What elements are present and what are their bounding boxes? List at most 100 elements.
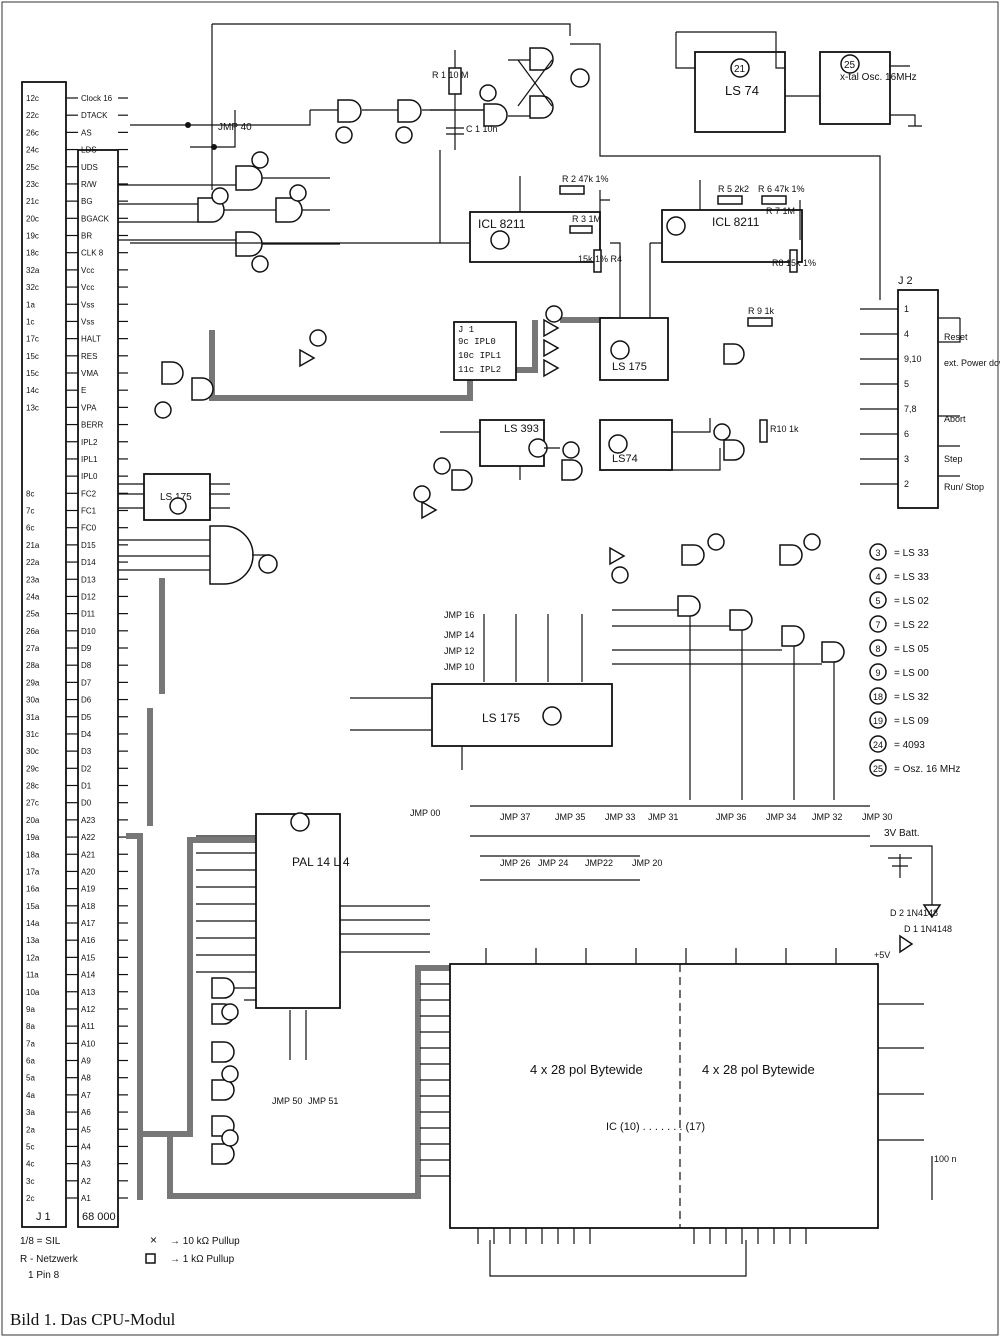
jmp50-label: JMP 50: [272, 1096, 302, 1106]
ls74-top-wires: [675, 31, 820, 97]
connector-signal: FC1: [81, 507, 97, 516]
connector-signal: D1: [81, 782, 92, 791]
jmp16-label: JMP 16: [444, 610, 474, 620]
connector-signal: D4: [81, 730, 92, 739]
r5-resistor: [717, 195, 743, 205]
r3-label: R 3 1M: [572, 214, 601, 224]
connector-pin: 6c: [26, 524, 34, 533]
connector-signal: A17: [81, 919, 96, 928]
legend-text: = LS 33: [894, 548, 929, 559]
init-wire: [234, 987, 256, 1001]
ic23-badge: [666, 216, 686, 236]
connector-pin: 17a: [26, 867, 40, 876]
j2-pin: 3: [904, 454, 909, 464]
legend-badge: [869, 567, 887, 585]
j1-label: J 1: [36, 1211, 51, 1223]
legend-text: = LS 02: [894, 596, 929, 607]
connector-pin: 4a: [26, 1091, 35, 1100]
nand-gate-4b: [779, 544, 803, 566]
connector-signal: D15: [81, 541, 96, 550]
connector-signal: D14: [81, 558, 96, 567]
connector-pin: 8c: [26, 489, 34, 498]
legend-text: = LS 09: [894, 716, 929, 727]
jmp-block-wires: [470, 805, 870, 881]
ls175-mid-box: [599, 317, 669, 381]
connector-signal: BGACK: [81, 214, 110, 223]
legend-text: = 4093: [894, 740, 925, 751]
connector-signal: D2: [81, 764, 92, 773]
connector-signal: A21: [81, 850, 96, 859]
ic18c-badge: [713, 423, 731, 441]
jmp30-label: JMP 30: [862, 812, 892, 822]
ic19-badge: [479, 84, 497, 102]
jmp33-label: JMP 33: [605, 812, 635, 822]
connector-signal: D12: [81, 592, 96, 601]
connector-pin: 12a: [26, 953, 40, 962]
connector-pin: 23c: [26, 180, 39, 189]
connector-pin: 18a: [26, 850, 40, 859]
connector-signal: Vss: [81, 317, 94, 326]
legend-number: 9: [875, 668, 880, 678]
j2-switch-label: Reset: [944, 332, 968, 342]
icl2-label: ICL 8211: [712, 215, 760, 229]
connector-pin: 23a: [26, 575, 40, 584]
footnote-pin8: 1 Pin 8: [28, 1270, 60, 1281]
connector-pin: 26a: [26, 627, 40, 636]
ic9b-badge: [289, 184, 307, 202]
connector-pin: 7a: [26, 1039, 35, 1048]
nand-gate-9c: [451, 469, 473, 491]
connector-pin: 2c: [26, 1194, 34, 1203]
connector-pin: 15a: [26, 902, 40, 911]
connector-signal: A20: [81, 867, 96, 876]
connector-pin: 3a: [26, 1108, 35, 1117]
connector-signal: BR: [81, 232, 92, 241]
connector-signal: A6: [81, 1108, 91, 1117]
connector-signal: A1: [81, 1194, 91, 1203]
legend-number: 4: [875, 572, 880, 582]
connector-signal: LDS: [81, 146, 97, 155]
connector-signal: CLK 8: [81, 249, 104, 258]
connector-signal: VPA: [81, 403, 97, 412]
ls74-mid-label: LS74: [612, 453, 638, 465]
ic18a-badge: [251, 151, 269, 169]
schmitt-gate-24c: [529, 47, 554, 71]
connector-signal: IPL2: [81, 438, 98, 447]
connector-signal: Vss: [81, 300, 94, 309]
connector-signal: A22: [81, 833, 96, 842]
connector-signal: A10: [81, 1039, 96, 1048]
connector-pin: 13a: [26, 936, 40, 945]
ls393-label: LS 393: [504, 423, 539, 435]
connector-signal: D9: [81, 644, 92, 653]
ls175-ipl-wires: [118, 483, 230, 509]
legend-number: 8: [875, 644, 880, 654]
nand-gate-4a: [681, 544, 705, 566]
r6-resistor: [761, 195, 787, 205]
connector-pin: 29c: [26, 764, 39, 773]
diode-d2: [922, 904, 942, 919]
clock-wire-top: [212, 23, 881, 300]
ic-legend: 3= LS 334= LS 335= LS 027= LS 228= LS 05…: [869, 543, 960, 777]
counter-wires: [440, 418, 721, 480]
jmp40-wire: [190, 110, 236, 148]
connector-pin: 32c: [26, 283, 39, 292]
address-bus-pal: [140, 837, 258, 1137]
connector-pin: 8a: [26, 1022, 35, 1031]
connector-pin: 5c: [26, 1142, 34, 1151]
legend-badge: [869, 735, 887, 753]
jmp40-dot-a: [185, 122, 191, 128]
ic4b-badge: [803, 533, 821, 551]
j1-connector-box: [21, 81, 67, 1228]
connector-pin: 3c: [26, 1177, 34, 1186]
oc-gate-19: [483, 103, 508, 127]
box-marker: [145, 1253, 156, 1264]
connector-signal: FC2: [81, 489, 97, 498]
connector-signal: FC0: [81, 524, 97, 533]
connector-signal: A16: [81, 936, 96, 945]
ic6-badge: [542, 706, 562, 726]
connector-pin: 14a: [26, 919, 40, 928]
connector-signal: A19: [81, 885, 96, 894]
ic8a-badge: [545, 305, 563, 323]
connector-pin: 15c: [26, 369, 39, 378]
connector-pin: 28a: [26, 661, 40, 670]
